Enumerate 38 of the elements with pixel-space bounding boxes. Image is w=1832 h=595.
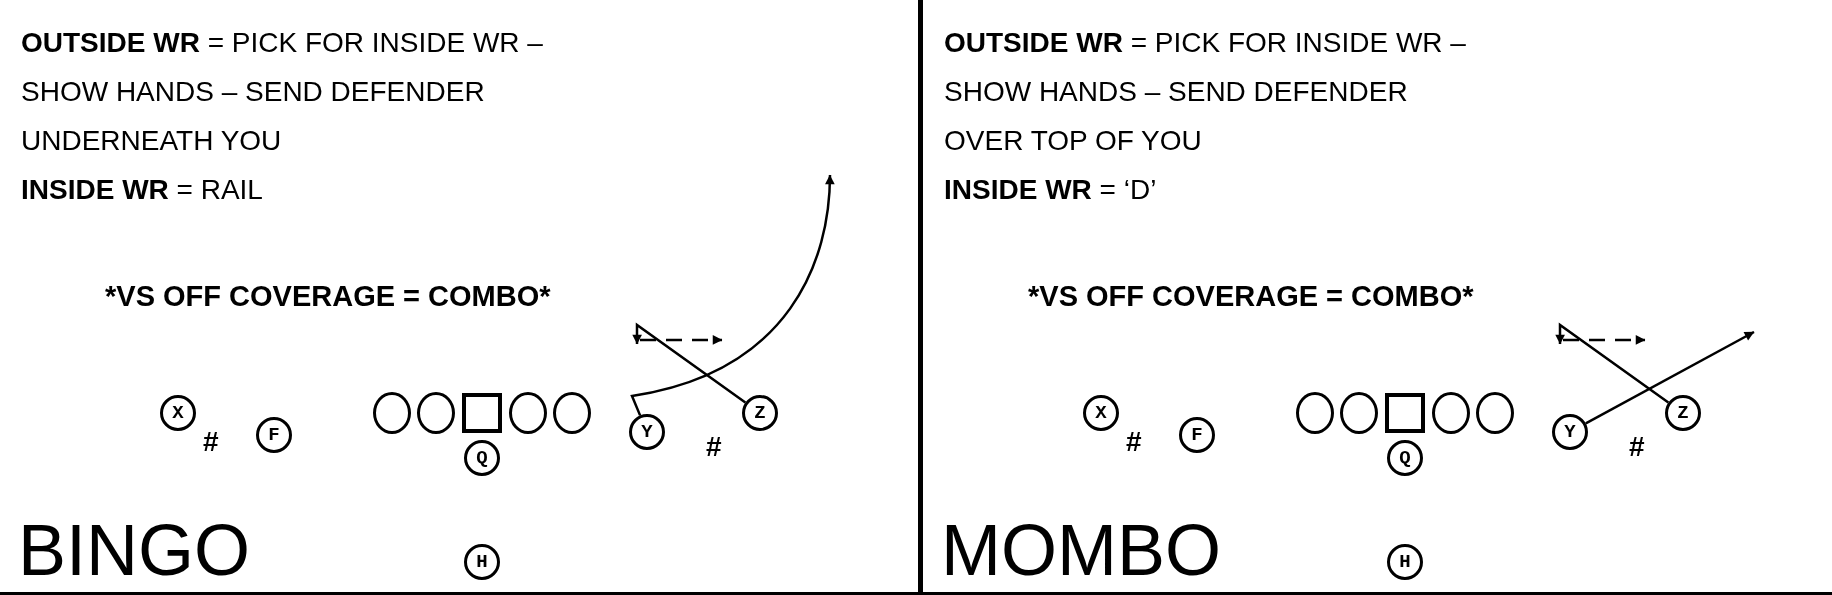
player-circle: F [256,417,292,453]
play-name: MOMBO [941,509,1221,592]
lineman-circle [373,392,411,434]
hash-mark: # [203,428,219,456]
lineman-circle [1476,392,1514,434]
lineman-circle [1296,392,1334,434]
player-circle: X [160,395,196,431]
player-circle: Y [629,414,665,450]
coverage-note: *VS OFF COVERAGE = COMBO* [1028,279,1474,314]
route-arrow [632,322,747,404]
instruction-text: OUTSIDE WR = PICK FOR INSIDE WR – SHOW HANDS – SEND DEFENDER OVER TOP OF YOU [944,26,1467,158]
lineman-circle [553,392,591,434]
center-square [462,393,502,433]
lineman-circle [417,392,455,434]
player-circle: Q [1387,440,1423,476]
play-name: BINGO [18,509,251,592]
lineman-circle [1340,392,1378,434]
player-circle: Z [1665,395,1701,431]
instruction-text: OUTSIDE WR = PICK FOR INSIDE WR – SHOW HANDS – SEND DEFENDER UNDERNEATH YOU [21,26,544,158]
player-circle: Q [464,440,500,476]
hash-mark: # [1126,428,1142,456]
player-circle: Z [742,395,778,431]
route-arrow [1585,330,1755,425]
player-circle: Y [1552,414,1588,450]
play-panel [0,0,923,595]
center-square [1385,393,1425,433]
hash-mark: # [706,433,722,461]
coverage-note: *VS OFF COVERAGE = COMBO* [105,279,551,314]
route-arrow [1555,322,1670,404]
player-circle: X [1083,395,1119,431]
player-circle: H [464,544,500,580]
instruction-text: INSIDE WR = RAIL [21,173,263,207]
instruction-text: INSIDE WR = ‘D’ [944,173,1157,207]
lineman-circle [509,392,547,434]
player-circle: H [1387,544,1423,580]
hash-mark: # [1629,433,1645,461]
player-circle: F [1179,417,1215,453]
lineman-circle [1432,392,1470,434]
